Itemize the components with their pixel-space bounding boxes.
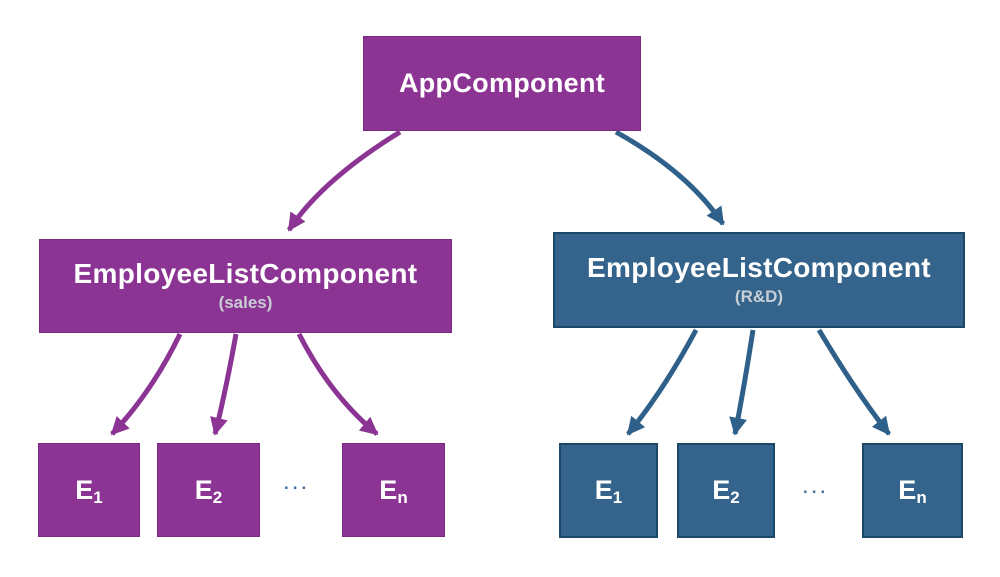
employee-box-rnd-e1: E1: [559, 443, 658, 538]
arrow-sales-to-e2: [210, 333, 239, 436]
employee-sales-e1-label: E1: [75, 474, 103, 507]
arrow-root-to-sales: [286, 129, 402, 232]
employee-box-rnd-e2: E2: [677, 443, 775, 538]
employee-list-rnd-box: EmployeeListComponent (R&D): [553, 232, 965, 328]
sales-ellipsis: ...: [284, 474, 311, 493]
employee-box-sales-en: En: [342, 443, 445, 537]
employee-list-sales-sublabel: (sales): [218, 292, 273, 312]
employee-sales-e2-label: E2: [194, 474, 223, 507]
employee-sales-en-label: En: [379, 474, 408, 507]
employee-box-rnd-en: En: [862, 443, 963, 538]
arrow-sales-to-en: [296, 332, 379, 436]
employee-list-rnd-label: EmployeeListComponent: [587, 252, 931, 284]
arrow-root-to-rnd: [614, 129, 726, 226]
employee-rnd-e1-label: E1: [594, 475, 623, 507]
arrow-rnd-to-e1: [626, 328, 699, 436]
employee-list-sales-label: EmployeeListComponent: [73, 258, 418, 290]
employee-box-sales-e1: E1: [38, 443, 140, 537]
arrow-sales-to-e1: [110, 332, 183, 436]
employee-list-sales-box: EmployeeListComponent (sales): [39, 239, 452, 333]
employee-list-rnd-sublabel: (R&D): [734, 286, 784, 306]
rnd-ellipsis: ...: [803, 478, 830, 497]
arrow-rnd-to-e2: [729, 329, 756, 436]
employee-rnd-e2-label: E2: [712, 475, 740, 507]
app-component-box: AppComponent: [363, 36, 641, 131]
app-component-label: AppComponent: [398, 68, 606, 98]
arrow-rnd-to-en: [816, 328, 891, 436]
employee-box-sales-e2: E2: [157, 443, 260, 537]
employee-rnd-en-label: En: [898, 475, 927, 507]
